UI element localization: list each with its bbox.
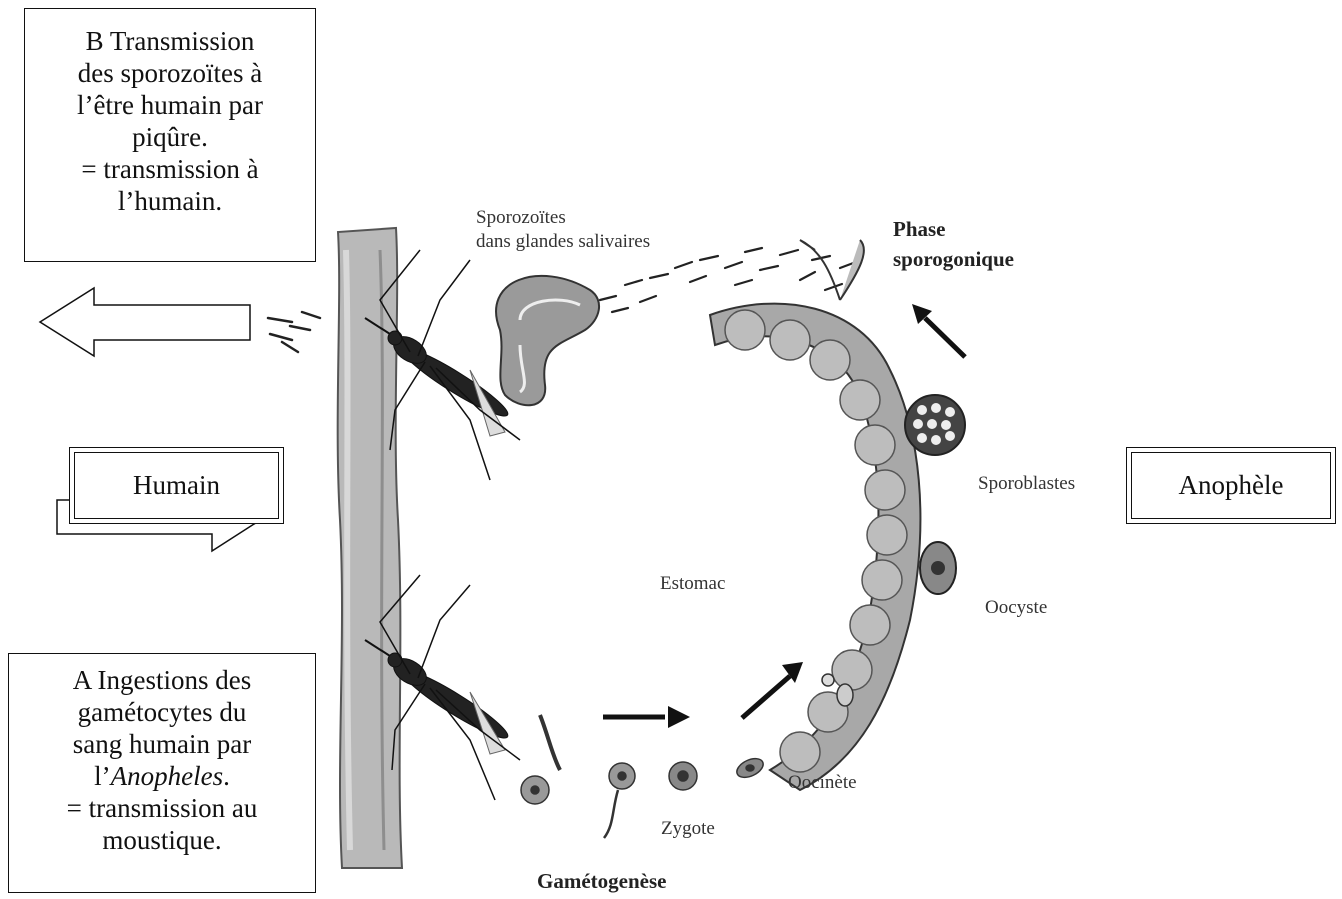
box-a-line-3: sang humain par [9,728,315,760]
oocyste-label: Oocyste [985,596,1047,620]
arrow-to-human-left [40,288,250,356]
sporoblastes-label: Sporoblastes [978,472,1075,496]
box-b-line-1: B Transmission [25,25,315,57]
phase-sporogonique-label: Phase sporogonique [893,214,1014,274]
oocinete-label: Oocinète [788,771,857,795]
box-a-line-6: moustique. [9,824,315,856]
estomac-label: Estomac [660,572,725,596]
box-a-line-4: l’Anopheles. [9,760,315,792]
stomach-wall [710,240,920,790]
sporozoites-label-line-2: dans glandes salivaires [476,230,650,254]
gametocyte-stages [521,715,766,838]
sporozoites-near-skin [268,312,320,352]
sporozoites-label-line-1: Sporozoïtes [476,206,650,230]
humain-box: Humain [69,447,284,524]
human-skin-strip [338,228,402,868]
anophele-label: Anophèle [1131,452,1331,519]
box-b-line-6: l’humain. [25,185,315,217]
oocyst-icon [920,542,956,594]
box-a-anopheles-italic: Anopheles [111,761,223,791]
box-a-line-4-suffix: . [223,761,230,791]
sporoblast-cluster-icon [905,395,965,455]
transmission-to-human-box: B Transmission des sporozoïtes à l’être … [24,8,316,262]
box-b-line-5: = transmission à [25,153,315,185]
box-b-line-2: des sporozoïtes à [25,57,315,89]
gametogenese-label: Gamétogenèse [537,869,666,893]
phase-label-line-1: Phase [893,214,1014,244]
sporozoites-label: Sporozoïtes dans glandes salivaires [476,206,650,254]
box-a-line-2: gamétocytes du [9,696,315,728]
zygote-label: Zygote [661,817,715,841]
box-a-line-1: A Ingestions des [9,664,315,696]
phase-label-line-2: sporogonique [893,244,1014,274]
box-a-line-5: = transmission au [9,792,315,824]
box-b-line-3: l’être humain par [25,89,315,121]
humain-label: Humain [74,452,279,519]
salivary-gland-icon [496,276,599,405]
anophele-box: Anophèle [1126,447,1336,524]
sporozoite-stream [600,248,856,312]
box-a-line-4-prefix: l’ [94,761,111,791]
box-b-line-4: piqûre. [25,121,315,153]
transmission-to-mosquito-box: A Ingestions des gamétocytes du sang hum… [8,653,316,893]
